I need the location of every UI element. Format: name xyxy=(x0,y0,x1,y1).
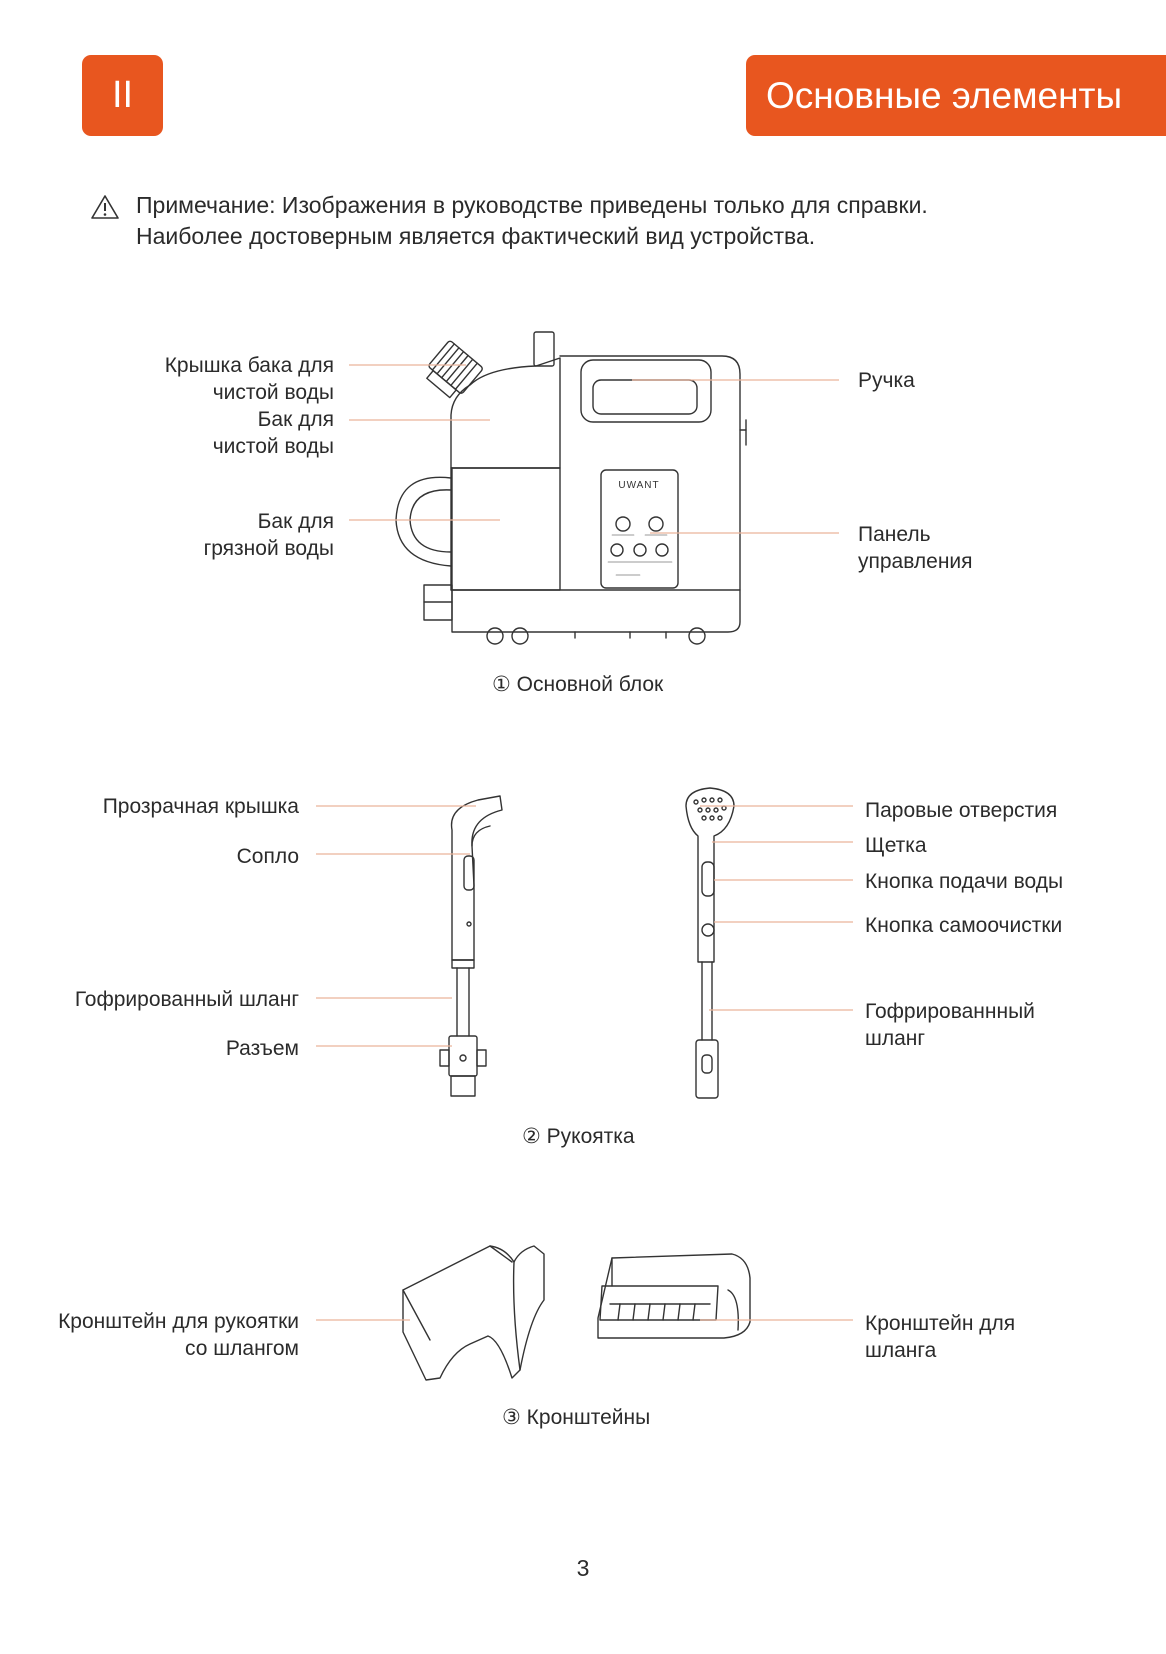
section-title: Основные элементы xyxy=(766,74,1123,116)
note-line-1: Примечание: Изображения в руководстве пр… xyxy=(136,192,928,218)
label-dirty-tank: Бак для грязной воды xyxy=(203,510,334,560)
label-hose-bracket: Кронштейн для шланга xyxy=(865,1312,1016,1362)
label-handle: Ручка xyxy=(858,369,915,392)
caption-handle: ② Рукоятка xyxy=(522,1125,635,1148)
note-line-2: Наиболее достоверным является фактически… xyxy=(136,223,816,249)
handle-front-drawing xyxy=(685,787,735,1099)
tank-cap-drawing xyxy=(426,340,483,399)
label-corrugated-hose-left: Гофрированный шланг xyxy=(74,988,299,1011)
handle-hose-bracket-drawing xyxy=(402,1245,545,1381)
label-nozzle: Сопло xyxy=(236,845,299,868)
section-number: II xyxy=(111,74,134,116)
label-clean-tank: Бак для чистой воды xyxy=(212,408,334,458)
label-self-clean-button: Кнопка самоочистки xyxy=(865,914,1063,937)
callout-lines xyxy=(316,364,853,1321)
label-control-panel: Панель управления xyxy=(858,523,973,573)
main-unit-drawing xyxy=(395,331,747,645)
handle-side-drawing xyxy=(439,795,503,1097)
hose-bracket-drawing xyxy=(597,1253,751,1339)
label-connector: Разъем xyxy=(225,1037,299,1060)
section-number-badge: II xyxy=(82,55,163,136)
control-panel-drawing xyxy=(600,469,679,589)
warning-icon xyxy=(91,195,119,219)
label-transparent-cover: Прозрачная крышка xyxy=(102,795,299,818)
label-water-button: Кнопка подачи воды xyxy=(865,870,1064,893)
label-brush: Щетка xyxy=(865,834,927,857)
section-title-badge: Основные элементы xyxy=(746,55,1166,136)
note-text: Примечание: Изображения в руководстве пр… xyxy=(136,190,928,252)
caption-brackets: ③ Кронштейны xyxy=(502,1406,651,1429)
page-number: 3 xyxy=(576,1555,590,1581)
label-corrugated-hose-right: Гофрированнный шланг xyxy=(865,1000,1035,1050)
caption-main-unit: ① Основной блок xyxy=(492,673,664,696)
panel-logo: UWANT xyxy=(618,480,659,491)
label-handle-hose-bracket: Кронштейн для рукоятки со шлангом xyxy=(58,1310,299,1360)
label-clean-tank-cap: Крышка бака для чистой воды xyxy=(164,354,334,404)
label-steam-holes: Паровые отверстия xyxy=(865,799,1058,822)
